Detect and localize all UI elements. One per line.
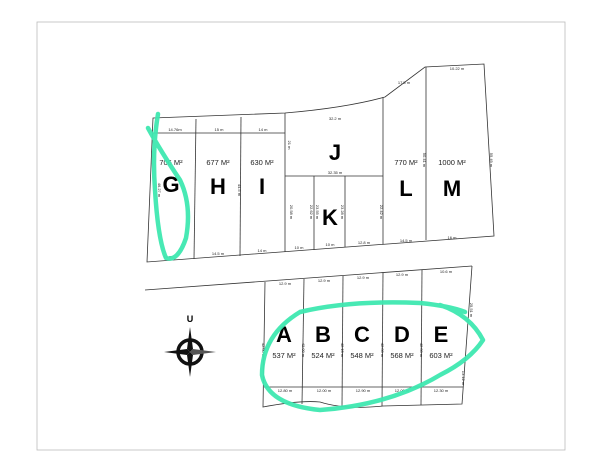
dimension-label: 12.8 m: [358, 240, 371, 245]
dimension-label: 42.00 m: [380, 343, 385, 358]
lot-letter: D: [394, 322, 410, 347]
dimension-label: 12.9 m: [396, 272, 409, 277]
dimension-label: 42.00 m: [301, 343, 306, 358]
lot-area: 706 M²: [159, 158, 183, 167]
dimension-label: 23.55 m: [315, 205, 320, 220]
dimension-label: 32.2 m: [329, 116, 342, 121]
dimension-label: 17.5 m: [398, 80, 411, 85]
lot-area: 568 M²: [390, 351, 414, 360]
lot-area: 603 M²: [429, 351, 453, 360]
dimension-label: 23.28 m: [340, 205, 345, 220]
compass-north-label: U: [187, 314, 194, 324]
dimension-label: 12.9 m: [357, 275, 370, 280]
lower-block: [144, 265, 473, 408]
lot-letter: C: [354, 322, 370, 347]
lot-letter: G: [162, 172, 179, 197]
dimension-label: 25.51 m: [469, 303, 474, 318]
drawing-frame: [36, 21, 566, 451]
lot-letter: B: [315, 322, 331, 347]
lot-area: 630 M²: [250, 158, 274, 167]
lot-letter: K: [322, 205, 338, 230]
dimension-label: 12.90 m: [356, 388, 371, 393]
annotation-loop-g: [145, 111, 191, 261]
dimension-label: 16 m: [448, 235, 458, 240]
lot-area: 677 M²: [206, 158, 230, 167]
lot-area: 524 M²: [311, 351, 335, 360]
dimension-label: 14 m: [258, 248, 268, 253]
compass: U: [164, 314, 216, 377]
dimension-label: 14.76m: [168, 127, 182, 132]
dimension-label: 14 m: [259, 127, 269, 132]
dimension-label: 22.42 m: [379, 205, 384, 220]
dimension-label: 21 m: [287, 141, 292, 151]
annotation-loop-abcde: [259, 300, 486, 413]
dimension-label: 44.5 m: [237, 184, 242, 197]
dimension-label: 42.00 m: [261, 343, 266, 358]
upper-block: [146, 63, 495, 263]
dimension-label: 10.22 m: [450, 66, 465, 71]
dimension-label: 20.58 m: [289, 205, 294, 220]
lot-area: 548 M²: [350, 351, 374, 360]
dimension-label: 14.5 m: [400, 238, 413, 243]
lot-area: 1000 M²: [438, 158, 466, 167]
dimension-label: 46.27 m: [157, 183, 162, 198]
lot-area: 537 M²: [272, 351, 296, 360]
dimension-label: 15 m: [215, 127, 225, 132]
dimension-label: 13.12 m: [461, 371, 466, 386]
dimension-label: 14.5 m: [212, 251, 225, 256]
dimension-label: 22.62 m: [309, 205, 314, 220]
lot-letter: H: [210, 174, 226, 199]
dimension-label: 42.15 m: [340, 343, 345, 358]
lot-letter: E: [434, 322, 449, 347]
dimension-label: 42.00 m: [419, 343, 424, 358]
dimension-label: 10 m: [326, 242, 336, 247]
dimension-label: 12.80 m: [278, 388, 293, 393]
dimension-label: 32.35 m: [328, 170, 343, 175]
dimension-label: 50.41 m: [422, 153, 427, 168]
lot-letter: I: [259, 174, 265, 199]
dimension-label: 12.9 m: [318, 278, 331, 283]
lot-letter: L: [399, 176, 412, 201]
dimension-label: 12.00 m: [395, 388, 410, 393]
lot-area: 770 M²: [394, 158, 418, 167]
dimension-label: 10.6 m: [440, 269, 453, 274]
dimension-label: 12.9 m: [279, 281, 292, 286]
lot-letter: M: [443, 176, 461, 201]
lot-letter: J: [329, 140, 341, 165]
dimension-label: 12.30 m: [434, 388, 449, 393]
dimension-label: 12.00 m: [317, 388, 332, 393]
dimension-label: 10 m: [295, 245, 305, 250]
dimension-label: 55.49 m: [489, 153, 494, 168]
